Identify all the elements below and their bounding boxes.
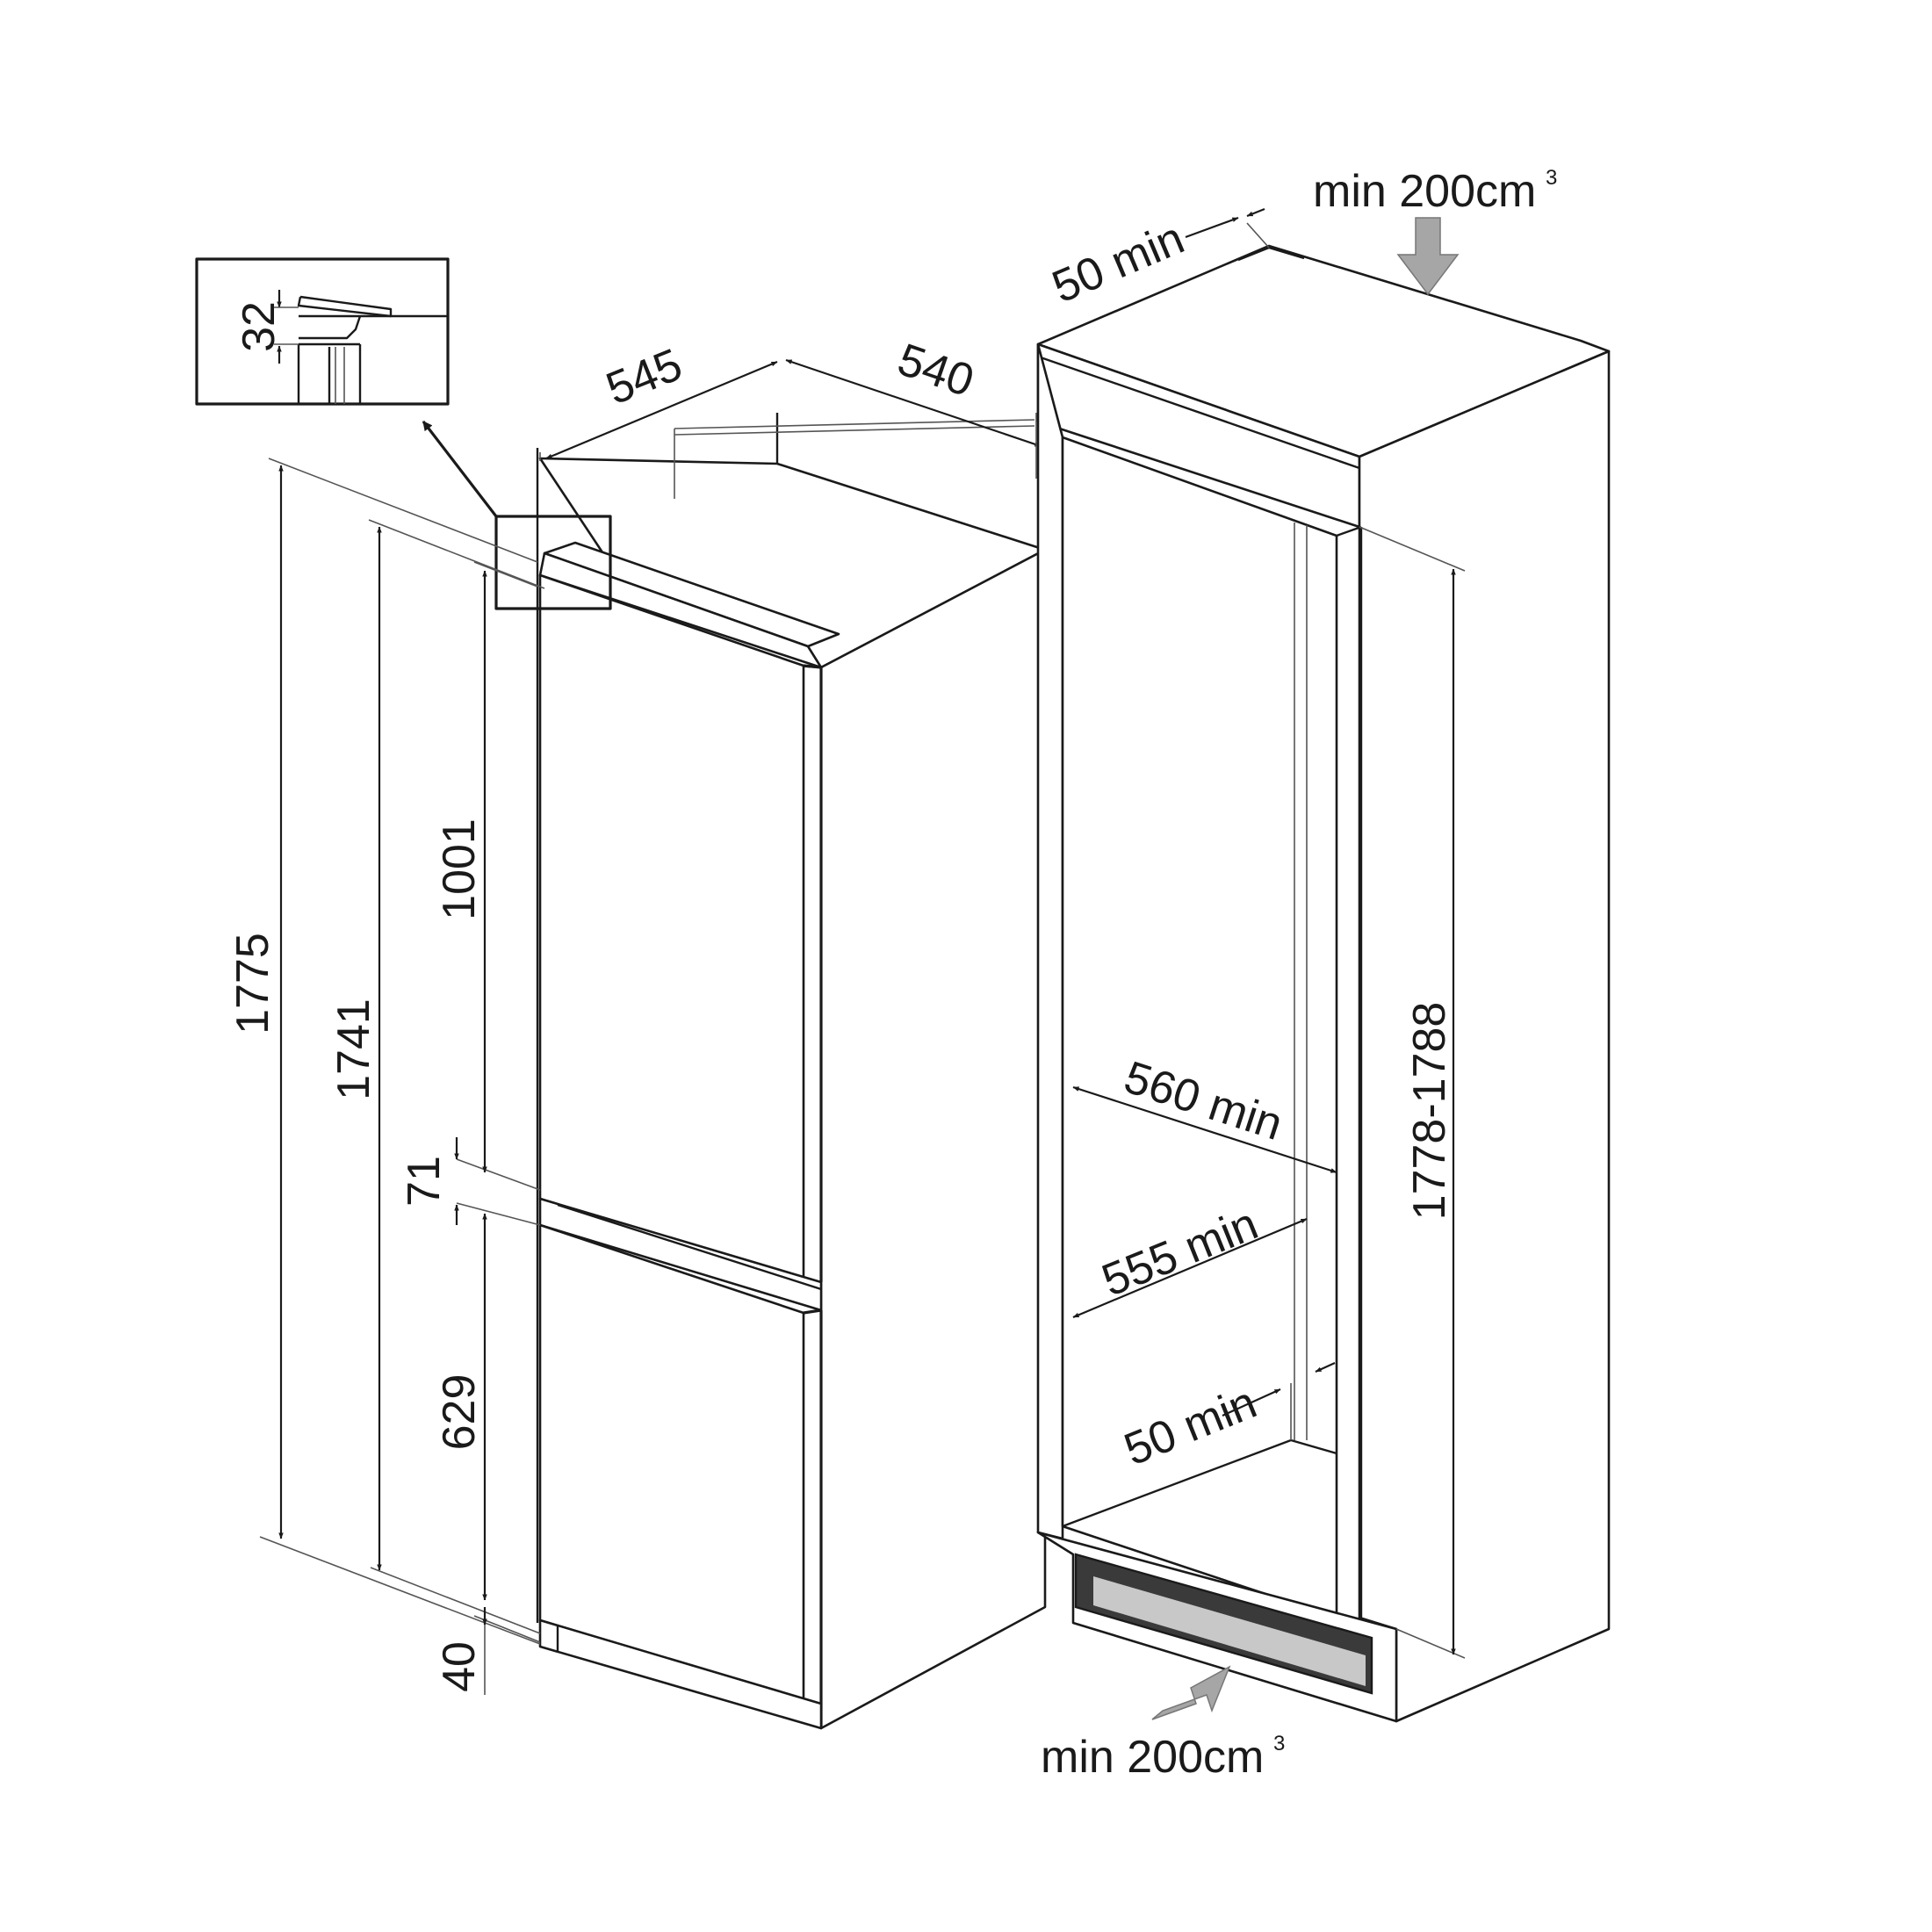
niche-cabinet	[1036, 222, 1611, 1723]
vent-grille-inner	[1093, 1576, 1366, 1686]
inset-frame	[195, 257, 450, 406]
cabinet-left-post	[1036, 342, 1064, 1540]
height-1775-label: 1775	[227, 933, 278, 1034]
height-dimensions: 1775 1741 1001 71 629 40	[227, 458, 545, 1695]
inset-height-label: 32	[234, 301, 285, 352]
detail-callout-box	[494, 515, 612, 610]
cabinet-side	[1358, 350, 1611, 1723]
detail-callout-arrow	[422, 421, 498, 517]
vent-bottom-label: min 200cm	[1041, 1732, 1264, 1783]
vent-top-label: min 200cm	[1313, 166, 1536, 217]
vent-arrow-top	[1396, 217, 1460, 296]
height-629-label: 629	[434, 1374, 485, 1451]
vent-arrow-bottom	[1151, 1665, 1231, 1720]
depth-dimensions: 545 540	[539, 334, 1042, 479]
vent-top-sup: 3	[1546, 166, 1557, 190]
height-1001-label: 1001	[434, 818, 485, 920]
gap-71-label: 71	[399, 1156, 450, 1207]
plinth-40-label: 40	[434, 1641, 485, 1692]
fridge-door	[538, 573, 805, 1282]
detail-inset: 32	[195, 257, 450, 406]
vent-bottom-sup: 3	[1273, 1732, 1285, 1755]
plinth	[538, 1618, 823, 1730]
appliance	[536, 413, 1047, 1730]
appliance-side	[819, 548, 1047, 1730]
niche-height-label: 1778-1788	[1404, 1002, 1455, 1221]
height-1741-label: 1741	[328, 998, 379, 1100]
ventilation: min 200cm 3 min 200cm 3	[1041, 166, 1557, 1783]
freezer-door	[538, 1223, 805, 1701]
depth-540-label: 540	[891, 334, 980, 407]
